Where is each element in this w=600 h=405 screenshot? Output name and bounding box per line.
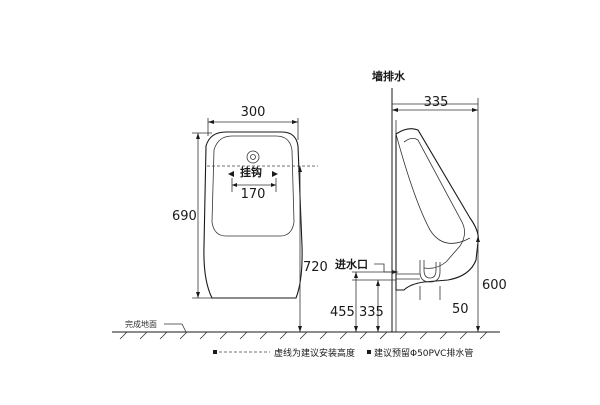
- drain-height-dim: 600: [482, 278, 507, 293]
- mount-height-dim: 720: [303, 260, 328, 275]
- side-depth-dim: 335: [424, 95, 449, 110]
- drain-trap: [419, 260, 441, 283]
- inlet-height-b-dim: 335: [359, 305, 384, 320]
- hook-spacing-dim: 170: [241, 187, 266, 202]
- inlet-leader: [374, 263, 398, 273]
- hook-label: 挂钩: [240, 165, 262, 179]
- wall-drain-label: 墙排水: [372, 69, 406, 83]
- hook-arrow-left-icon: [228, 171, 234, 177]
- urinal-side-body: [395, 128, 479, 291]
- side-view: 墙排水 335 进水口 455 335: [330, 69, 507, 332]
- sensor-icon: [246, 150, 260, 164]
- front-width-dim: 300: [241, 105, 266, 120]
- urinal-front-body: [203, 131, 303, 299]
- front-view: 300 690 挂钩 170 720: [172, 105, 328, 332]
- legend-dashed-note: 虚线为建议安装高度: [274, 347, 355, 359]
- legend-dash-marker-icon: [213, 350, 217, 354]
- floor-label: 完成地面: [125, 319, 157, 329]
- urinal-front-bowl: [211, 135, 295, 237]
- inlet-height-a-dim: 455: [330, 305, 355, 320]
- legend-pipe-marker-icon: [367, 350, 371, 354]
- legend-pipe-note: 建议预留Φ50PVC排水管: [374, 347, 473, 359]
- inlet-label: 进水口: [335, 257, 368, 271]
- floor-hatching: [119, 331, 488, 340]
- drain-offset-dim: 50: [452, 302, 469, 317]
- front-height-dim: 690: [172, 209, 197, 224]
- urinal-side-inner: [403, 138, 465, 269]
- hook-arrow-right-icon: [272, 171, 278, 177]
- legend: 虚线为建议安装高度 建议预留Φ50PVC排水管: [213, 347, 473, 359]
